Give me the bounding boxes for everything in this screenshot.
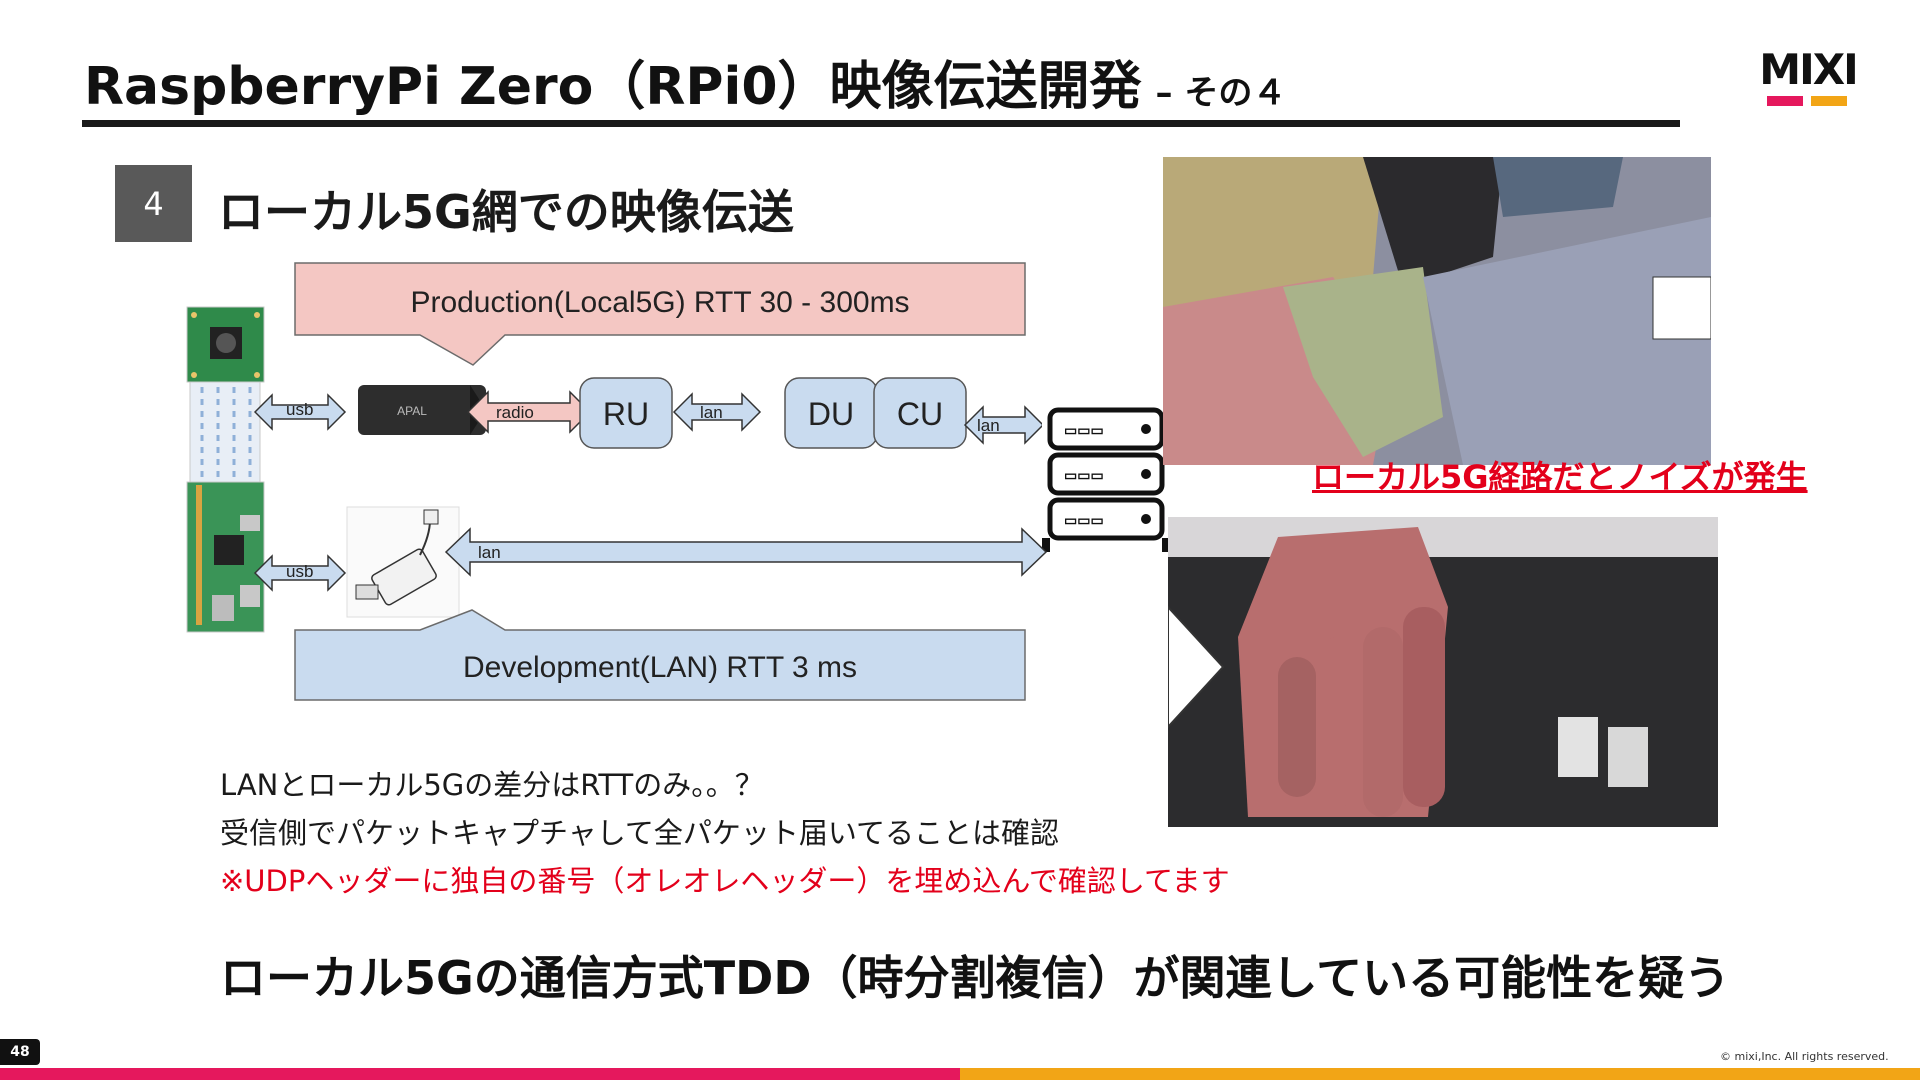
section-heading: ローカル5G網での映像伝送 [218, 185, 794, 239]
5g-modem: APAL [358, 385, 486, 435]
production-callout: Production(Local5G) RTT 30 - 300ms [294, 262, 1026, 366]
svg-text:usb: usb [286, 562, 313, 581]
camera-ribbon-cable [189, 381, 261, 495]
raspberry-pi-zero-board [186, 481, 265, 633]
slide-title-suffix: – その４ [1155, 73, 1287, 113]
logo-pink-bar [1767, 96, 1803, 106]
svg-text:lan: lan [478, 543, 501, 562]
slide-title-main: RaspberryPi Zero（RPi0）映像伝送開発 [84, 57, 1142, 117]
svg-text:CU: CU [897, 396, 943, 432]
ru-node: RU [579, 377, 673, 449]
svg-text:APAL: APAL [397, 404, 427, 418]
production-label: Production(Local5G) RTT 30 - 300ms [410, 286, 909, 319]
lan-link-bottom: lan [444, 527, 1048, 577]
slide-title: RaspberryPi Zero（RPi0）映像伝送開発 – その４ [84, 44, 1286, 119]
du-node: DU [784, 377, 878, 449]
server-icon: ▭▭▭ ▭▭▭ ▭▭▭ [1042, 402, 1172, 552]
lan-link-cu-server: lan [963, 405, 1045, 445]
raspberry-pi-camera [186, 306, 265, 383]
svg-text:▭▭▭: ▭▭▭ [1064, 467, 1104, 483]
usb-link-top: usb [253, 393, 347, 431]
development-callout: Development(LAN) RTT 3 ms [294, 609, 1026, 701]
clean-video-frame [1168, 517, 1718, 827]
conclusion-statement: ローカル5Gの通信方式TDD（時分割複信）が関連している可能性を疑う [220, 951, 1731, 1005]
footer-bar-pink [0, 1068, 960, 1080]
title-underline [82, 120, 1680, 127]
mixi-logo: MIXI [1745, 45, 1871, 112]
development-label: Development(LAN) RTT 3 ms [463, 651, 857, 684]
page-number: 48 [0, 1039, 40, 1065]
body-line-1: LANとローカル5Gの差分はRTTのみ。。？ [220, 768, 764, 802]
svg-text:▭▭▭: ▭▭▭ [1064, 422, 1104, 438]
noisy-video-frame [1163, 157, 1711, 465]
body-line-3-note: ※UDPヘッダーに独自の番号（オレオレヘッダー）を埋め込んで確認してます [220, 864, 1230, 898]
copyright-notice: © mixi,Inc. All rights reserved. [1720, 1050, 1889, 1063]
usb-ethernet-adapter [346, 506, 460, 618]
section-number: 4 [115, 165, 192, 242]
svg-text:▭▭▭: ▭▭▭ [1064, 512, 1104, 528]
radio-link: radio [466, 390, 592, 434]
lan-link-ru-du: lan [672, 392, 762, 432]
logo-text: MIXI [1759, 50, 1856, 94]
svg-text:RU: RU [603, 396, 649, 432]
svg-text:radio: radio [496, 403, 534, 422]
network-diagram: Production(Local5G) RTT 30 - 300ms [180, 255, 1205, 715]
svg-text:lan: lan [977, 416, 1000, 435]
svg-text:usb: usb [286, 400, 313, 419]
body-line-2: 受信側でパケットキャプチャして全パケット届いてることは確認 [220, 816, 1059, 850]
svg-text:DU: DU [808, 396, 854, 432]
logo-orange-bar [1811, 96, 1847, 106]
noise-caption: ローカル5G経路だとノイズが発生 [1312, 458, 1808, 496]
footer-bar-orange [960, 1068, 1920, 1080]
cu-node: CU [873, 377, 967, 449]
usb-link-bottom: usb [253, 554, 347, 592]
svg-text:lan: lan [700, 403, 723, 422]
